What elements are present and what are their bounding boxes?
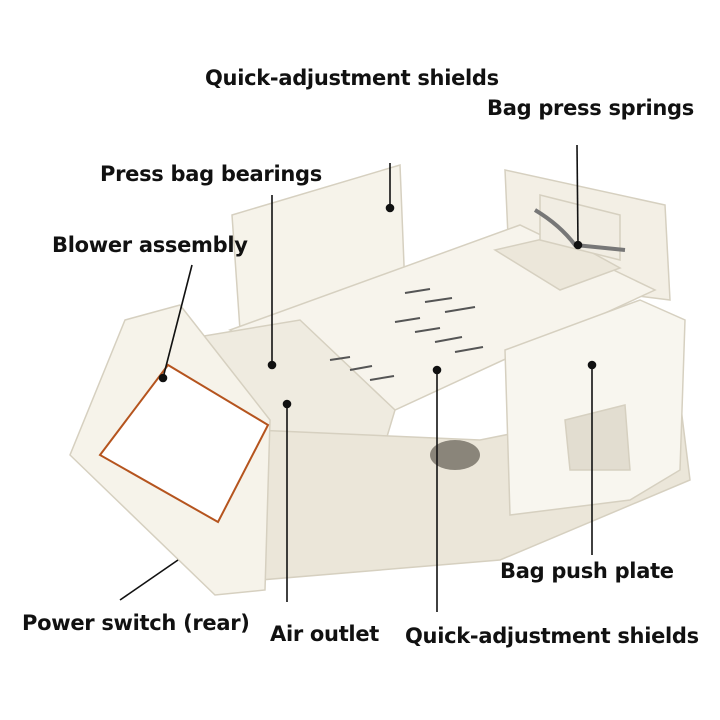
label-bag-push-plate: Bag push plate <box>500 559 674 583</box>
push-plate-slot <box>564 404 631 471</box>
label-air-outlet: Air outlet <box>270 622 380 646</box>
label-power-switch: Power switch (rear) <box>22 611 250 635</box>
bottom-spring <box>430 440 480 470</box>
vent-slots <box>329 288 484 381</box>
tray-window <box>493 234 622 291</box>
label-blower-assembly: Blower assembly <box>52 233 248 257</box>
label-quick-adjustment-shields-bottom: Quick-adjustment shields <box>405 624 699 648</box>
switch-panel <box>98 363 270 524</box>
spring-housing <box>539 194 621 261</box>
front-right-shield <box>504 299 686 516</box>
label-bag-press-springs: Bag press springs <box>487 96 694 120</box>
label-quick-adjustment-shields-top: Quick-adjustment shields <box>205 66 499 90</box>
label-press-bag-bearings: Press bag bearings <box>100 162 322 186</box>
leader-lines <box>119 144 597 612</box>
